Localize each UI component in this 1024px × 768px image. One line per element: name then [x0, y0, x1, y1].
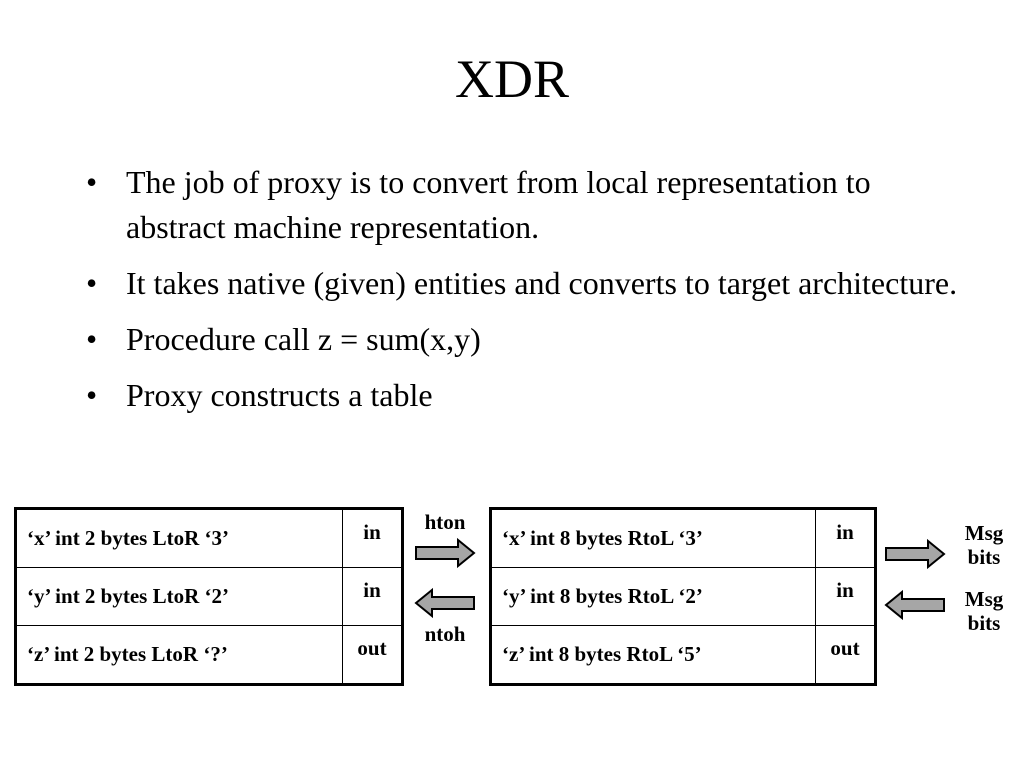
table-cell-field: ‘z’ int 8 bytes RtoL ‘5’	[490, 625, 816, 685]
table-row: ‘y’ int 8 bytes RtoL ‘2’ in	[490, 567, 876, 626]
ntoh-label: ntoh	[424, 622, 466, 646]
table-cell-direction: in	[342, 567, 403, 626]
bullet-item: • It takes native (given) entities and co…	[84, 261, 964, 306]
network-representation-table: ‘x’ int 8 bytes RtoL ‘3’ in ‘y’ int 8 by…	[489, 507, 877, 686]
bullet-item: • Proxy constructs a table	[84, 373, 964, 418]
bullet-item: • The job of proxy is to convert from loc…	[84, 160, 964, 250]
bullet-text: The job of proxy is to convert from loca…	[126, 164, 871, 245]
table-cell-field: ‘z’ int 2 bytes LtoR ‘?’	[15, 625, 343, 685]
left-arrow-icon	[884, 589, 945, 621]
bullet-dot: •	[86, 321, 98, 357]
bullet-text: Procedure call z = sum(x,y)	[126, 321, 481, 357]
table-row: ‘x’ int 2 bytes LtoR ‘3’ in	[15, 508, 403, 568]
bullet-item: • Procedure call z = sum(x,y)	[84, 317, 964, 362]
bullet-dot: •	[86, 164, 98, 200]
table-cell-direction: in	[815, 508, 876, 568]
hton-label: hton	[424, 510, 466, 534]
table-cell-field: ‘x’ int 8 bytes RtoL ‘3’	[490, 508, 816, 568]
bullet-list: • The job of proxy is to convert from loc…	[84, 160, 964, 429]
bullet-dot: •	[86, 265, 98, 301]
left-arrow-icon	[414, 587, 475, 619]
local-representation-table: ‘x’ int 2 bytes LtoR ‘3’ in ‘y’ int 2 by…	[14, 507, 404, 686]
msg-bits-out-label: Msg bits	[964, 521, 1004, 569]
right-arrow-icon	[415, 537, 476, 569]
msg-bits-in-label: Msg bits	[964, 587, 1004, 635]
table-row: ‘z’ int 2 bytes LtoR ‘?’ out	[15, 625, 403, 685]
right-arrow-icon	[885, 538, 946, 570]
table-cell-direction: in	[342, 508, 403, 568]
table-row: ‘x’ int 8 bytes RtoL ‘3’ in	[490, 508, 876, 568]
table-cell-direction: in	[815, 567, 876, 626]
table-row: ‘z’ int 8 bytes RtoL ‘5’ out	[490, 625, 876, 685]
bullet-dot: •	[86, 377, 98, 413]
slide-title: XDR	[454, 49, 569, 109]
table-cell-direction: out	[342, 625, 403, 685]
bullet-text: It takes native (given) entities and con…	[126, 265, 958, 301]
table-cell-field: ‘y’ int 8 bytes RtoL ‘2’	[490, 567, 816, 626]
bullet-text: Proxy constructs a table	[126, 377, 433, 413]
table-cell-field: ‘x’ int 2 bytes LtoR ‘3’	[15, 508, 343, 568]
table-cell-field: ‘y’ int 2 bytes LtoR ‘2’	[15, 567, 343, 626]
table-cell-direction: out	[815, 625, 876, 685]
table-row: ‘y’ int 2 bytes LtoR ‘2’ in	[15, 567, 403, 626]
